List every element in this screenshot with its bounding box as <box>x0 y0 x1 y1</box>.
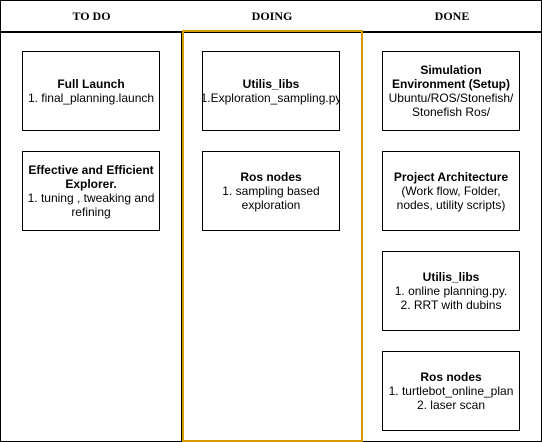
todo-card-full-launch[interactable]: Full Launch 1. final_planning.launch <box>22 51 160 131</box>
column-header-todo: TO DO <box>72 9 111 23</box>
header-divider <box>1 31 542 33</box>
card-title: Full Launch <box>57 77 125 91</box>
done-card-project-architecture[interactable]: Project Architecture (Work flow, Folder,… <box>382 151 520 231</box>
column-divider-left <box>181 31 182 442</box>
todo-card-explorer[interactable]: Effective and Efficient Explorer. 1. tun… <box>22 151 160 231</box>
doing-card-utilis-libs[interactable]: Utilis_libs 1.Exploration_sampling.py <box>202 51 340 131</box>
card-title: Utilis_libs <box>242 77 300 91</box>
card-line: 2. RRT with dubins <box>400 298 502 312</box>
card-title: Project Architecture <box>393 170 509 184</box>
card-title: Effective and Efficient Explorer. <box>28 163 154 191</box>
card-line: 1. tuning , tweaking and refining <box>27 191 155 219</box>
column-header-done: DONE <box>434 9 470 23</box>
done-card-ros-nodes[interactable]: Ros nodes 1. turtlebot_online_plan 2. la… <box>382 351 520 431</box>
card-line: Ubuntu/ROS/Stonefish/ Stonefish Ros/ <box>388 91 514 119</box>
done-card-utilis-libs[interactable]: Utilis_libs 1. online planning.py. 2. RR… <box>382 251 520 331</box>
card-line: 1. final_planning.launch <box>27 91 155 105</box>
card-line: 1. online planning.py. <box>394 284 508 298</box>
card-line: 1. sampling based exploration <box>222 184 320 212</box>
doing-card-ros-nodes[interactable]: Ros nodes 1. sampling based exploration <box>202 151 340 231</box>
doing-column-frame <box>182 30 363 442</box>
done-card-simulation-environment[interactable]: Simulation Environment (Setup) Ubuntu/RO… <box>382 51 520 131</box>
column-header-doing: DOING <box>251 9 293 23</box>
card-title: Utilis_libs <box>422 270 480 284</box>
card-line: 2. laser scan <box>416 398 486 412</box>
card-line: 1.Exploration_sampling.py <box>202 91 340 105</box>
card-line: (Work flow, Folder, nodes, utility scrip… <box>396 184 506 212</box>
card-title: Simulation Environment (Setup) <box>391 63 510 91</box>
card-title: Ros nodes <box>240 170 302 184</box>
card-line: 1. turtlebot_online_plan <box>388 384 514 398</box>
card-title: Ros nodes <box>420 370 482 384</box>
